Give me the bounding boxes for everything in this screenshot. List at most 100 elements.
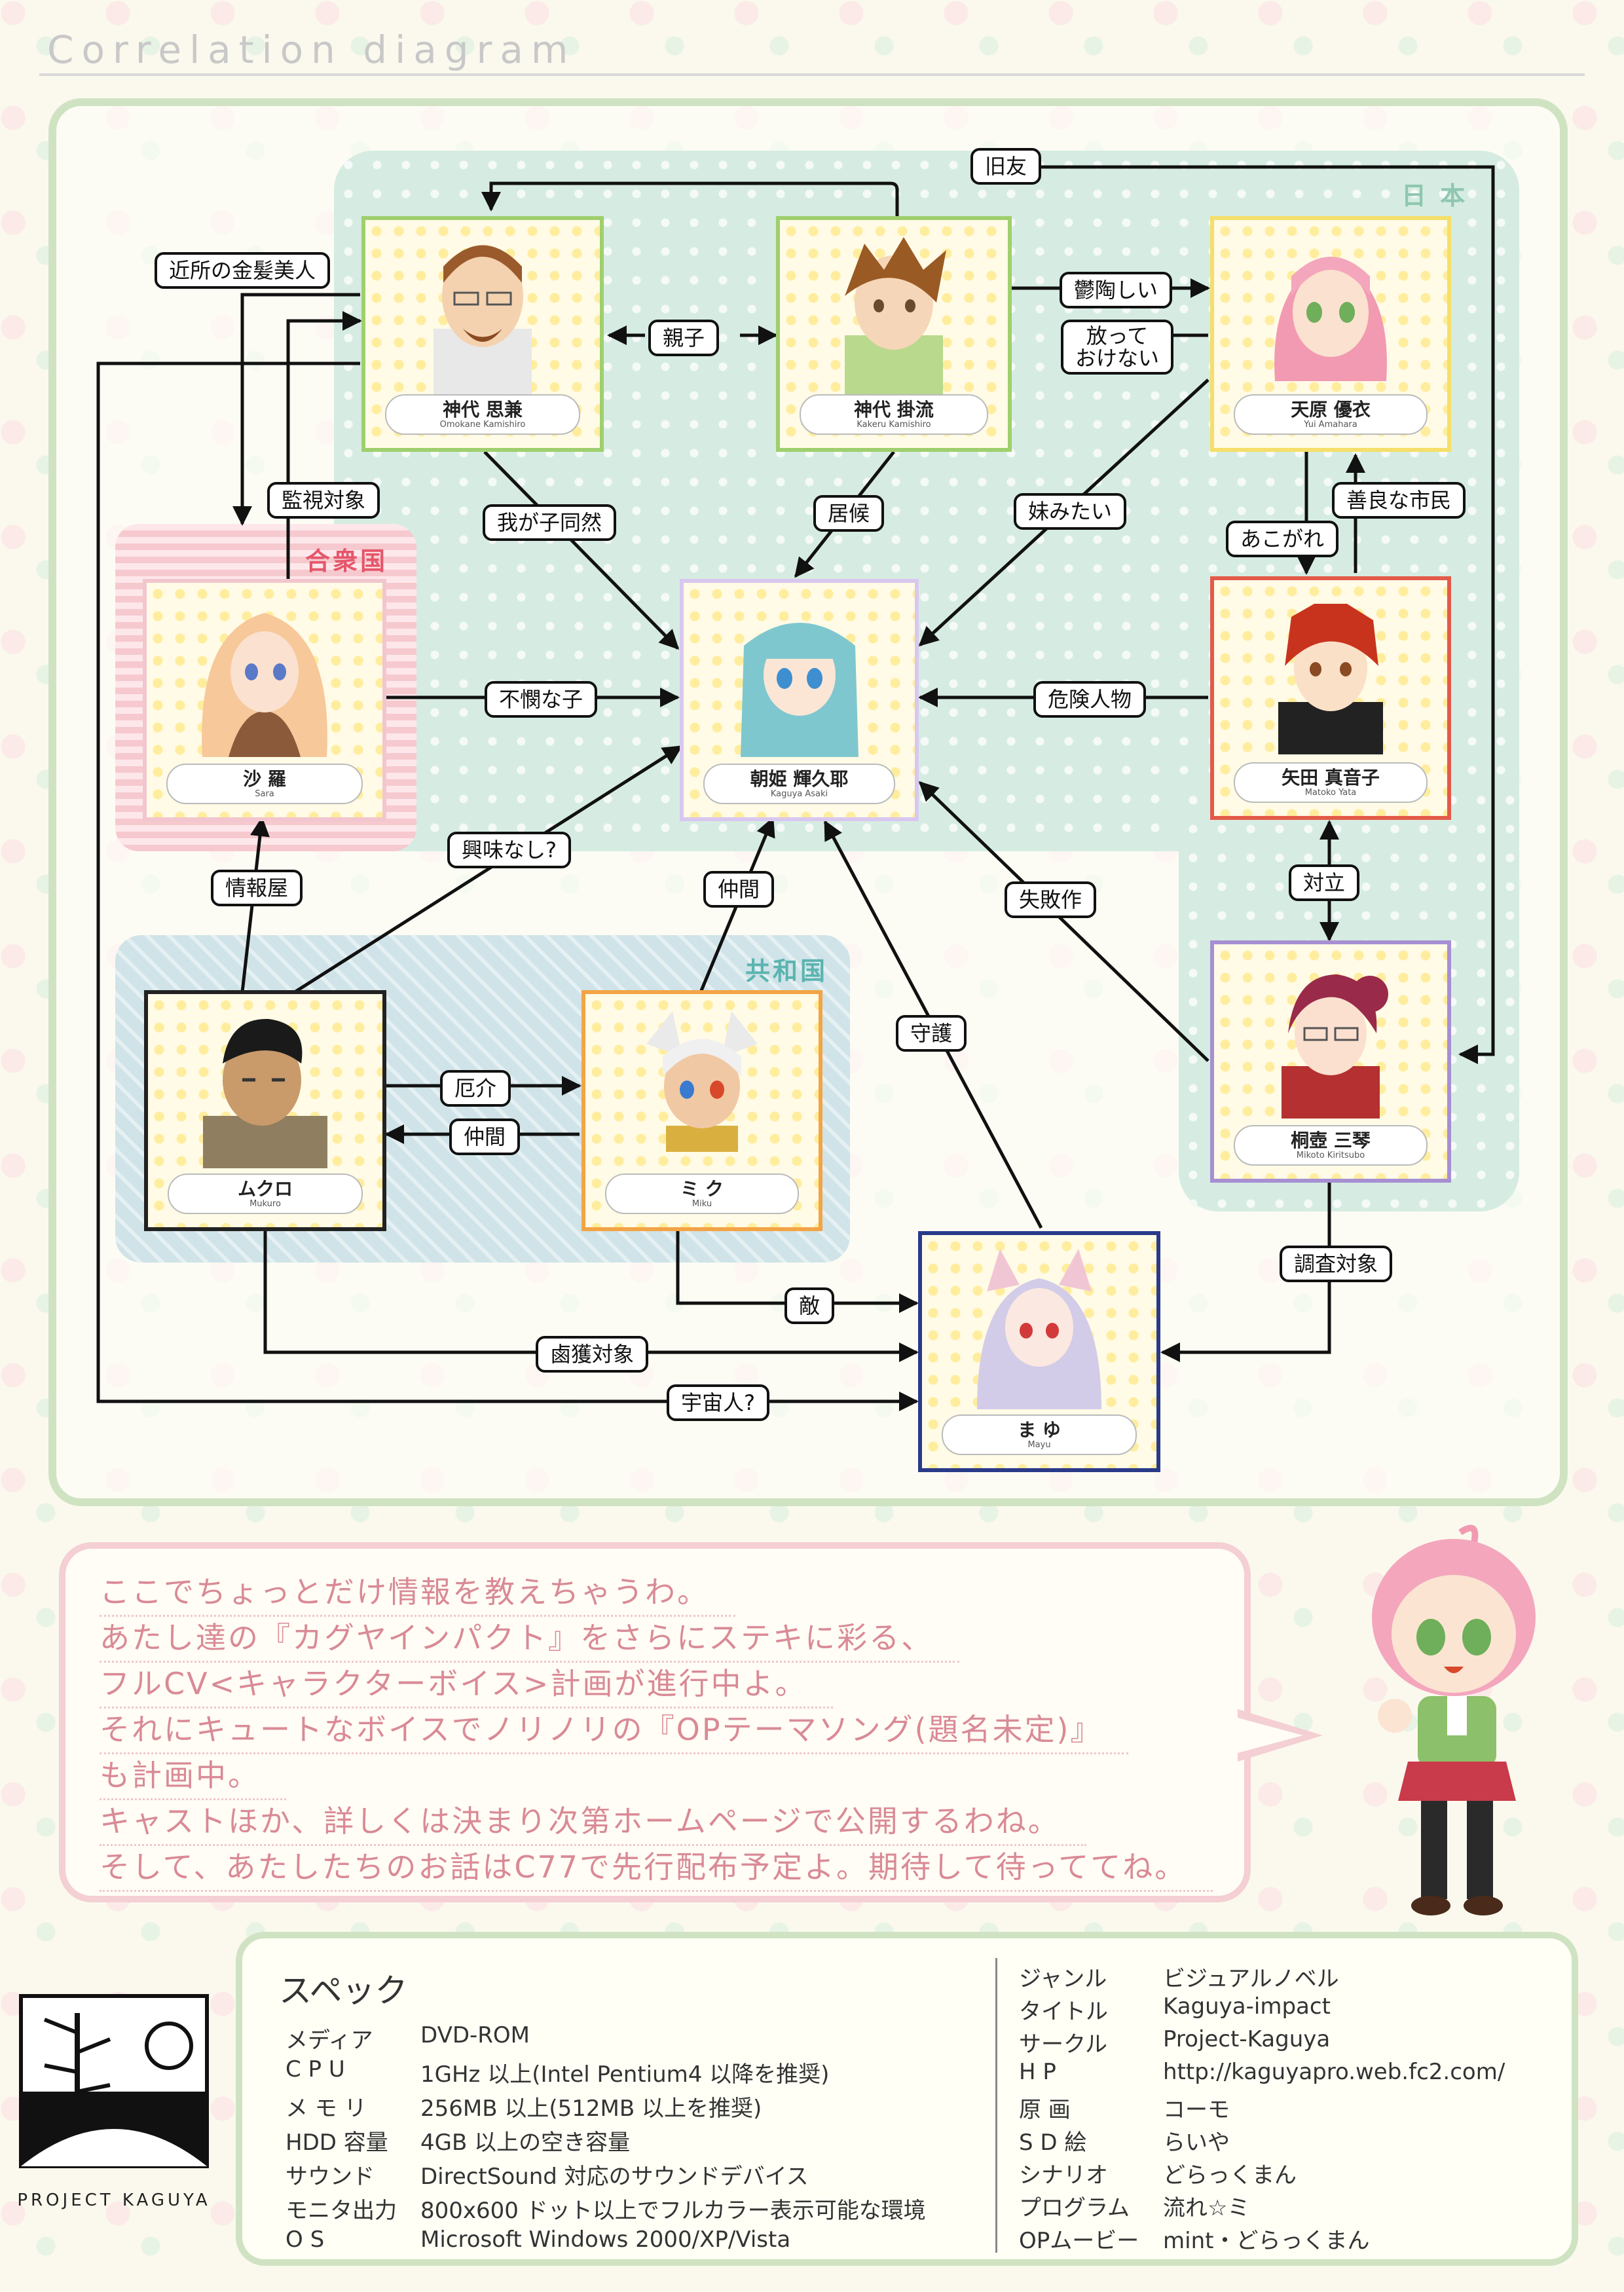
- spec-key: C P U: [286, 2056, 345, 2082]
- spec-value: 800x600 ドット以上でフルカラー表示可能な環境: [420, 2198, 926, 2224]
- nameplate-miku: ミ ク Miku: [605, 1174, 799, 1214]
- spec-title: スペック: [279, 1972, 408, 2010]
- nameplate-kakeru: 神代 掛流 Kakeru Kamishiro: [800, 394, 988, 435]
- info-speech-bubble: ここでちょっとだけ情報を教えちゃうわ。 あたし達の『カグヤインパクト』をさらにス…: [59, 1542, 1251, 1902]
- relation-tag-isoro: 居候: [813, 495, 885, 532]
- name-romaji: Miku: [692, 1199, 712, 1209]
- page-title: Correlation diagram: [47, 28, 576, 72]
- project-kaguya-logo: [19, 1994, 209, 2168]
- spec-row-cpu: C P U 1GHz 以上(Intel Pentium4 以降を推奨): [286, 2056, 829, 2088]
- spec-key: プログラム: [1019, 2195, 1130, 2221]
- relation-tag-akogare: あこがれ: [1226, 521, 1339, 557]
- spec-row-program: プログラム 流れ☆ミ: [1019, 2190, 1249, 2222]
- nameplate-omokane: 神代 思兼 Omokane Kamishiro: [385, 394, 580, 435]
- arrow-kyuyu-a: [481, 181, 899, 216]
- spec-key: ジャンル: [1019, 1966, 1107, 1992]
- arrow-hokaku: [263, 1231, 919, 1362]
- spec-row-sound: サウンド DirectSound 対応のサウンドデバイス: [286, 2158, 809, 2190]
- character-card-mayu[interactable]: ま ゆ Mayu: [918, 1231, 1160, 1472]
- character-card-mikoto[interactable]: 桐壺 三琴 Mikoto Kiritsubo: [1210, 940, 1451, 1183]
- spec-value: Microsoft Windows 2000/XP/Vista: [420, 2227, 791, 2253]
- spec-row-os: O S Microsoft Windows 2000/XP/Vista: [286, 2227, 790, 2253]
- spec-value-url[interactable]: http://kaguyapro.web.fc2.com/: [1163, 2059, 1505, 2085]
- relation-tag-yakkai: 厄介: [440, 1070, 511, 1107]
- name-jp: ミ ク: [680, 1178, 724, 1200]
- character-card-kaguya[interactable]: 朝姫 輝久耶 Kaguya Asaki: [680, 579, 919, 821]
- name-romaji: Kakeru Kamishiro: [857, 420, 931, 430]
- spec-row-hp: H P http://kaguyapro.web.fc2.com/: [1019, 2059, 1505, 2085]
- relation-tag-zenryo: 善良な市民: [1332, 482, 1466, 519]
- relation-tag-wagako: 我が子同然: [483, 504, 617, 541]
- logo-text: PROJECT KAGUYA: [17, 2190, 211, 2210]
- arrow-uchujin: [96, 361, 919, 1411]
- message-line-6: キャストほか、詳しくは決まり次第ホームページで公開するわね。: [100, 1798, 1086, 1846]
- relation-tag-fubin: 不憫な子: [485, 681, 598, 718]
- character-card-miku[interactable]: ミ ク Miku: [581, 990, 822, 1231]
- spec-key: メ モ リ: [286, 2096, 367, 2122]
- name-romaji: Sara: [255, 789, 274, 799]
- spec-value: Kaguya-impact: [1163, 1993, 1331, 2020]
- spec-row-genre: ジャンル ビジュアルノベル: [1019, 1961, 1339, 1993]
- spec-value: 256MB 以上(512MB 以上を推奨): [420, 2096, 762, 2122]
- spec-value: Project-Kaguya: [1163, 2026, 1331, 2052]
- spec-key: HDD 容量: [286, 2130, 388, 2156]
- nameplate-matoko: 矢田 真音子 Matoko Yata: [1234, 762, 1428, 803]
- matoko-portrait: [1278, 604, 1383, 754]
- character-card-mukuro[interactable]: ムクロ Mukuro: [144, 990, 386, 1231]
- relation-tag-chosa: 調査対象: [1280, 1246, 1393, 1282]
- spec-row-title: タイトル Kaguya-impact: [1019, 1993, 1331, 2025]
- arrow-kanshi: [286, 311, 362, 583]
- relation-tag-nakama-miku-kaguya: 仲間: [703, 871, 775, 908]
- spec-row-monitor: モニタ出力 800x600 ドット以上でフルカラー表示可能な環境: [286, 2192, 926, 2225]
- relation-tag-kanshi: 監視対象: [267, 482, 380, 519]
- arrow-kinjo: [232, 293, 360, 526]
- spec-key: サークル: [1019, 2031, 1107, 2058]
- relation-tag-nakama-miku-mukuro: 仲間: [449, 1118, 521, 1155]
- arrow-wagako: [483, 451, 680, 650]
- character-card-yui[interactable]: 天原 優衣 Yui Amahara: [1210, 216, 1451, 452]
- spec-value: mint・どらっくまん: [1163, 2228, 1370, 2254]
- omokane-portrait: [434, 245, 532, 394]
- relation-tag-hotte: 放って おけない: [1061, 320, 1174, 375]
- region-label-kyowakoku: 共和国: [745, 957, 828, 986]
- spec-row-media: メディア DVD-ROM: [286, 2022, 530, 2054]
- name-romaji: Mayu: [1027, 1440, 1051, 1450]
- speech-bubble-tail-inner: [1235, 1717, 1303, 1754]
- name-jp: 天原 優衣: [1291, 399, 1371, 420]
- relation-tag-shugo: 守護: [896, 1015, 967, 1052]
- mukuro-portrait: [203, 1018, 327, 1168]
- arrow-kyomi: [293, 745, 683, 994]
- name-jp: 神代 掛流: [854, 399, 934, 420]
- name-romaji: Matoko Yata: [1304, 788, 1357, 798]
- spec-key: 原 画: [1019, 2097, 1071, 2123]
- nameplate-yui: 天原 優衣 Yui Amahara: [1234, 394, 1428, 435]
- yui-portrait: [1274, 257, 1387, 381]
- relation-tag-imouto: 妹みたい: [1014, 493, 1127, 530]
- character-card-sara[interactable]: 沙 羅 Sara: [143, 579, 386, 821]
- relation-tag-hokaku: 鹵獲対象: [536, 1336, 649, 1373]
- nameplate-kaguya: 朝姫 輝久耶 Kaguya Asaki: [703, 764, 895, 804]
- spec-value: 4GB 以上の空き容量: [420, 2130, 631, 2156]
- header-divider: [39, 73, 1585, 76]
- character-card-omokane[interactable]: 神代 思兼 Omokane Kamishiro: [361, 216, 604, 452]
- relation-tag-johoya: 情報屋: [211, 870, 303, 906]
- name-jp: ま ゆ: [1018, 1419, 1061, 1441]
- character-card-kakeru[interactable]: 神代 掛流 Kakeru Kamishiro: [776, 216, 1012, 452]
- spec-divider: [995, 1958, 997, 2253]
- region-label-japan: 日 本: [1401, 181, 1468, 210]
- name-jp: 沙 羅: [243, 768, 286, 790]
- region-label-gasshukoku: 合衆国: [305, 547, 388, 576]
- name-jp: ムクロ: [237, 1178, 293, 1200]
- relation-tag-teki: 敵: [784, 1287, 835, 1324]
- spec-row-scenario: シナリオ どらっくまん: [1019, 2157, 1297, 2189]
- relation-tag-shippai: 失敗作: [1005, 881, 1097, 918]
- spec-key: S D 絵: [1019, 2130, 1087, 2156]
- character-card-matoko[interactable]: 矢田 真音子 Matoko Yata: [1210, 576, 1451, 820]
- arrow-shippai: [918, 781, 1209, 1062]
- arrow-kyuyu-b: [1015, 165, 1495, 1064]
- relation-tag-uttoshii: 鬱陶しい: [1060, 272, 1173, 308]
- spec-row-opmovie: OPムービー mint・どらっくまん: [1019, 2223, 1369, 2255]
- spec-row-hdd: HDD 容量 4GB 以上の空き容量: [286, 2124, 630, 2156]
- name-romaji: Mikoto Kiritsubo: [1296, 1151, 1365, 1160]
- spec-key: シナリオ: [1019, 2162, 1108, 2189]
